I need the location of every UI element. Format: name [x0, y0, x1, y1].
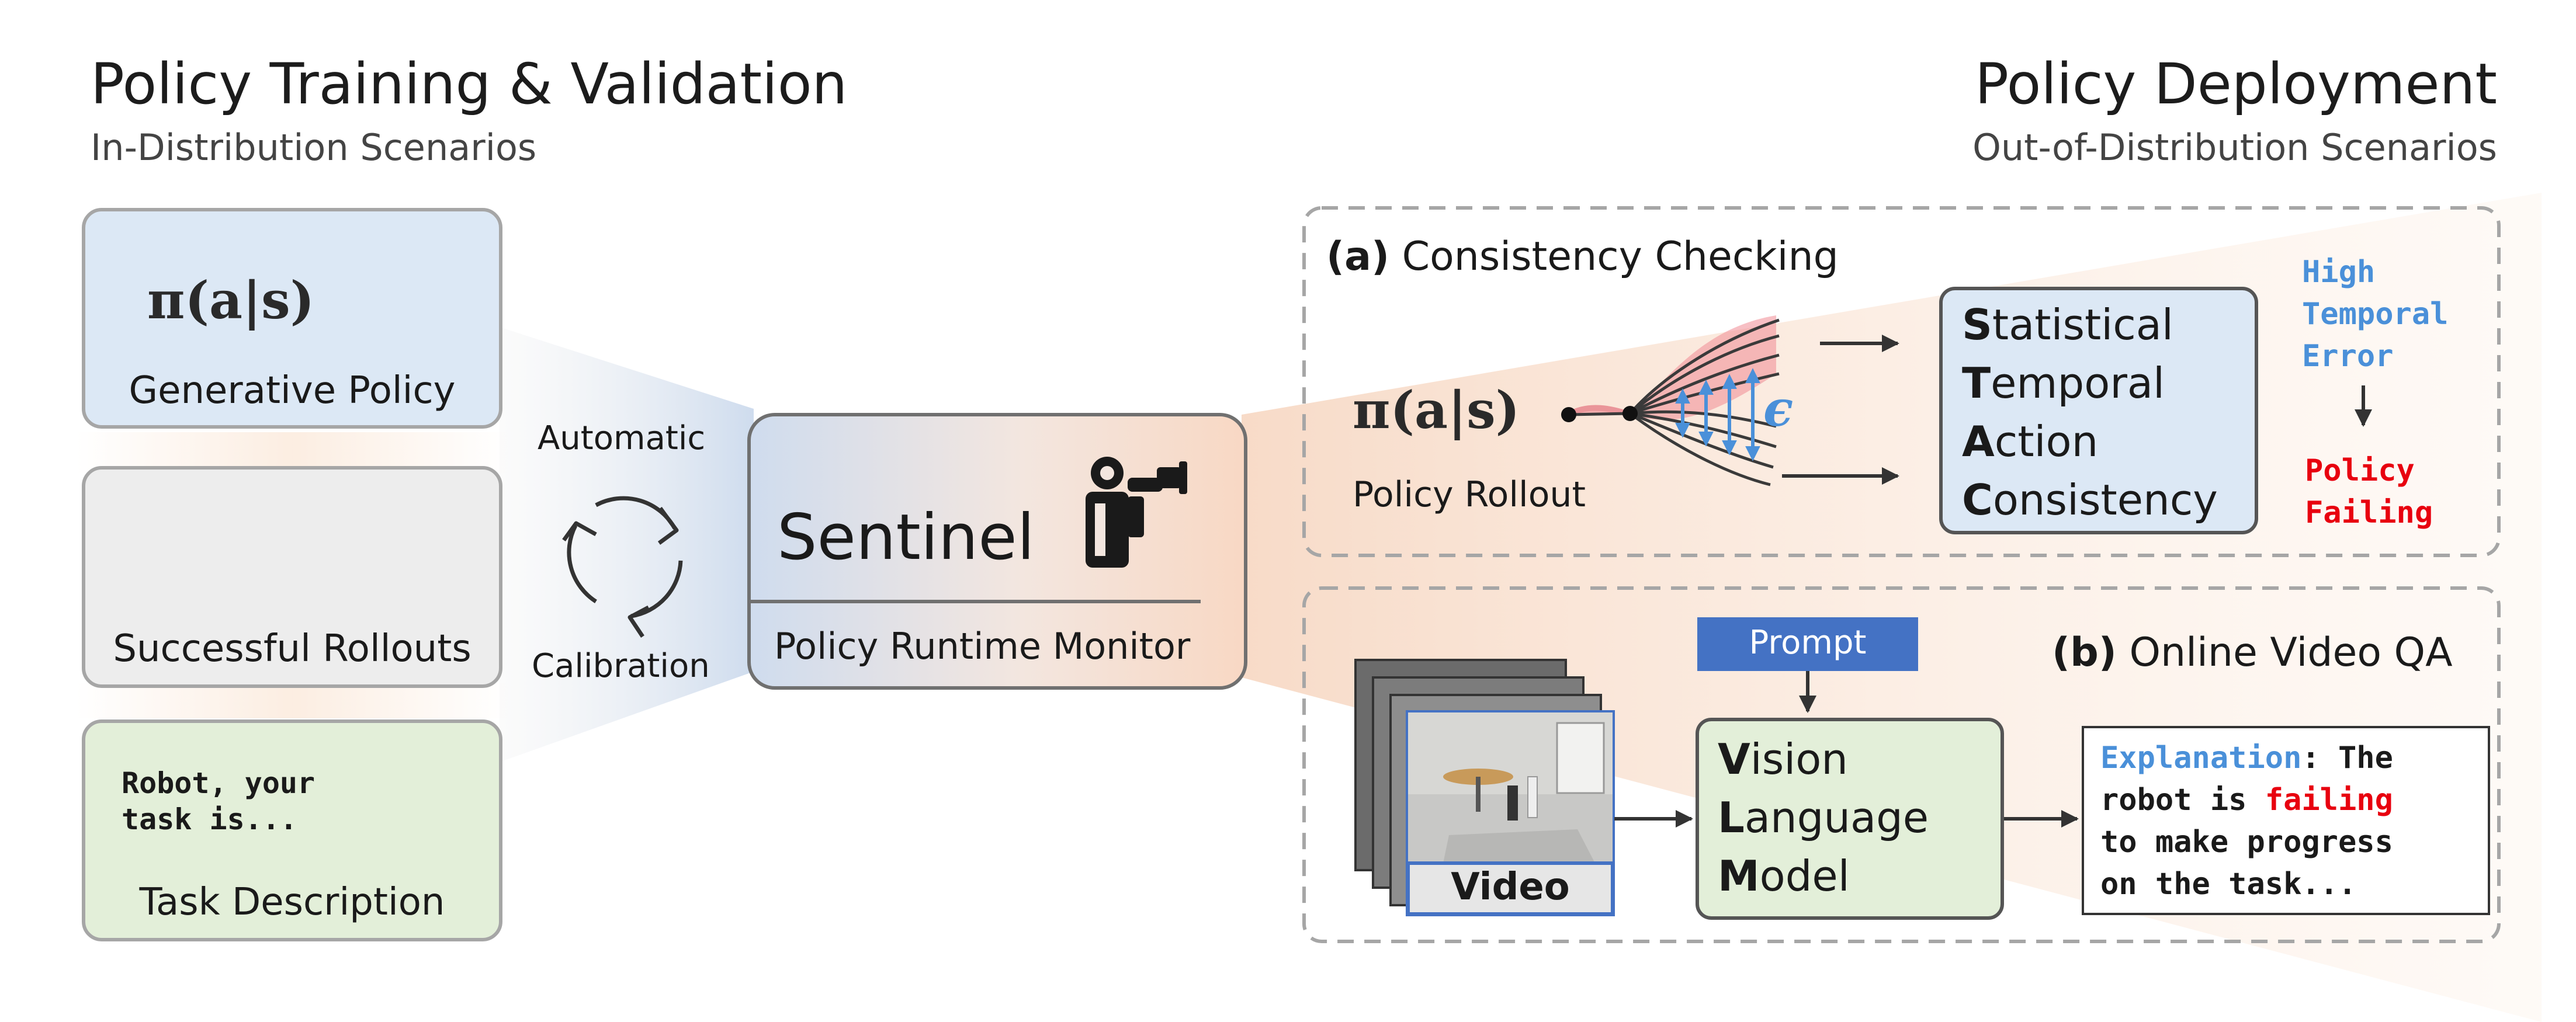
stac-line-temporal: Temporal: [1962, 359, 2165, 408]
explanation-line-4: on the task...: [2100, 867, 2357, 902]
panel-a-title: (a) Consistency Checking: [1326, 234, 1839, 280]
explanation-line-3: to make progress: [2100, 825, 2393, 860]
high-temporal-error-text: High Temporal Error: [2302, 251, 2448, 377]
right-title: Policy Deployment: [1975, 51, 2497, 117]
policy-formula: π(a|s): [147, 270, 315, 331]
task-description-card: Robot, your task is... Task Description: [82, 719, 502, 941]
speech-line-1: Robot, your: [122, 766, 316, 800]
policy-rollout-label: Policy Rollout: [1353, 474, 1586, 515]
result-line-3: Error: [2302, 339, 2394, 374]
stac-line-action: Action: [1962, 417, 2099, 466]
successful-rollouts-card: Successful Rollouts: [82, 466, 502, 688]
stac-box: Statistical Temporal Action Consistency: [1962, 296, 2218, 529]
cycle-bottom-label: Calibration: [532, 647, 710, 685]
panel-b-title: (b) Online Video QA: [2052, 630, 2453, 676]
left-title: Policy Training & Validation: [91, 51, 848, 117]
speech-text: Robot, your task is...: [122, 765, 315, 837]
panel-b-title-text: Online Video QA: [2129, 630, 2453, 676]
rollout-fan: [1561, 315, 1780, 486]
successful-rollouts-label: Successful Rollouts: [113, 627, 471, 670]
prompt-label: Prompt: [1749, 624, 1867, 662]
stac-line-statistical: Statistical: [1962, 300, 2173, 349]
vlm-box: Vision Language Model: [1718, 730, 1929, 905]
result-line-2: Temporal: [2302, 297, 2449, 332]
vlm-line-model: Model: [1718, 851, 1850, 901]
explanation-text: Explanation: The robot is failing to mak…: [2100, 737, 2393, 905]
cycle-top-label: Automatic: [538, 419, 706, 457]
speech-line-2: task is...: [122, 802, 298, 836]
video-label: Video: [1451, 865, 1570, 909]
explanation-line-1: Explanation: The: [2100, 741, 2393, 776]
sentinel-subtitle: Policy Runtime Monitor: [774, 625, 1191, 668]
generative-policy-card: π(a|s) Generative Policy: [82, 208, 502, 429]
robot-arm-icon: [1086, 457, 1187, 568]
left-subtitle: In-Distribution Scenarios: [91, 126, 537, 169]
policy-failing-text: Policy Failing: [2305, 450, 2433, 534]
result-line-1: High: [2302, 255, 2376, 290]
generative-policy-label: Generative Policy: [129, 369, 456, 412]
fail-line-1: Policy: [2305, 453, 2415, 488]
panel-a-tag: (a): [1326, 234, 1390, 280]
explanation-line-2: robot is failing: [2100, 783, 2393, 818]
cycle-icon: [562, 496, 683, 638]
task-description-label: Task Description: [139, 881, 445, 924]
right-subtitle: Out-of-Distribution Scenarios: [1972, 126, 2497, 169]
rollout-formula: π(a|s): [1353, 380, 1520, 440]
stac-line-consistency: Consistency: [1962, 475, 2218, 524]
panel-a-title-text: Consistency Checking: [1402, 234, 1839, 280]
panel-b-tag: (b): [2052, 630, 2117, 676]
epsilon-label: ϵ: [1763, 380, 1794, 437]
fail-line-2: Failing: [2305, 495, 2433, 530]
vlm-line-vision: Vision: [1718, 735, 1848, 784]
sentinel-title: Sentinel: [777, 501, 1035, 574]
vlm-line-language: Language: [1718, 793, 1929, 842]
video-stack: [1354, 659, 1615, 916]
